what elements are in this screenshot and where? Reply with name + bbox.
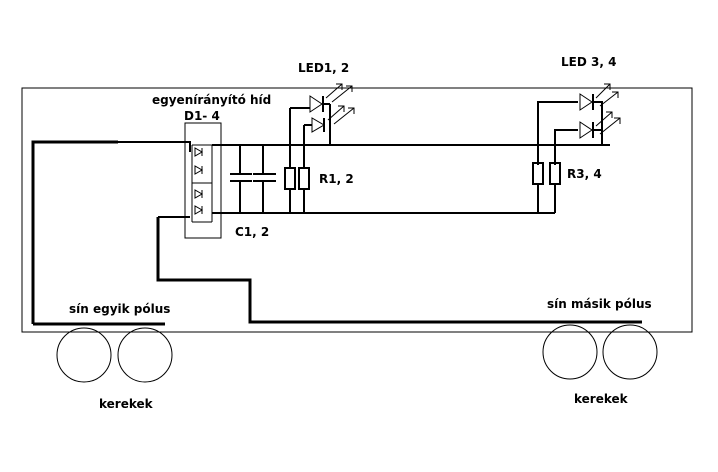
resistor-r4 — [549, 162, 561, 213]
wheel-left-1 — [56, 327, 112, 383]
wheel-left-2 — [117, 327, 173, 383]
wheels-right-label: kerekek — [574, 392, 629, 406]
left-rail-wire — [31, 140, 118, 324]
resistor-r1 — [284, 108, 296, 213]
capacitor-c1 — [230, 145, 252, 213]
capacitor-c2 — [253, 145, 276, 213]
led-1-2 — [290, 83, 355, 145]
resistor-r2 — [298, 145, 310, 213]
led-3-4 — [537, 83, 621, 165]
resistor-r3 — [532, 162, 544, 213]
resistor-left-label: R1, 2 — [319, 172, 354, 186]
bridge-diodes — [191, 144, 213, 223]
car-body — [21, 87, 693, 333]
wheels-left-label: kerekek — [99, 397, 154, 411]
resistor-right-label: R3, 4 — [567, 167, 602, 181]
wheel-right-1 — [542, 324, 598, 380]
bridge-box — [184, 122, 222, 239]
bridge-title-label: egyenírányító híd — [152, 93, 271, 107]
led-right-label: LED 3, 4 — [561, 55, 616, 69]
wheel-right-2 — [602, 324, 658, 380]
left-rail-to-bridge — [118, 141, 191, 152]
rail-right-label: sín másik pólus — [547, 297, 652, 311]
bridge-designator-label: D1- 4 — [184, 109, 220, 123]
led-left-label: LED1, 2 — [298, 61, 349, 75]
right-rail-wire — [156, 217, 642, 324]
capacitor-label: C1, 2 — [235, 225, 269, 239]
rail-left-label: sín egyik pólus — [69, 302, 170, 316]
